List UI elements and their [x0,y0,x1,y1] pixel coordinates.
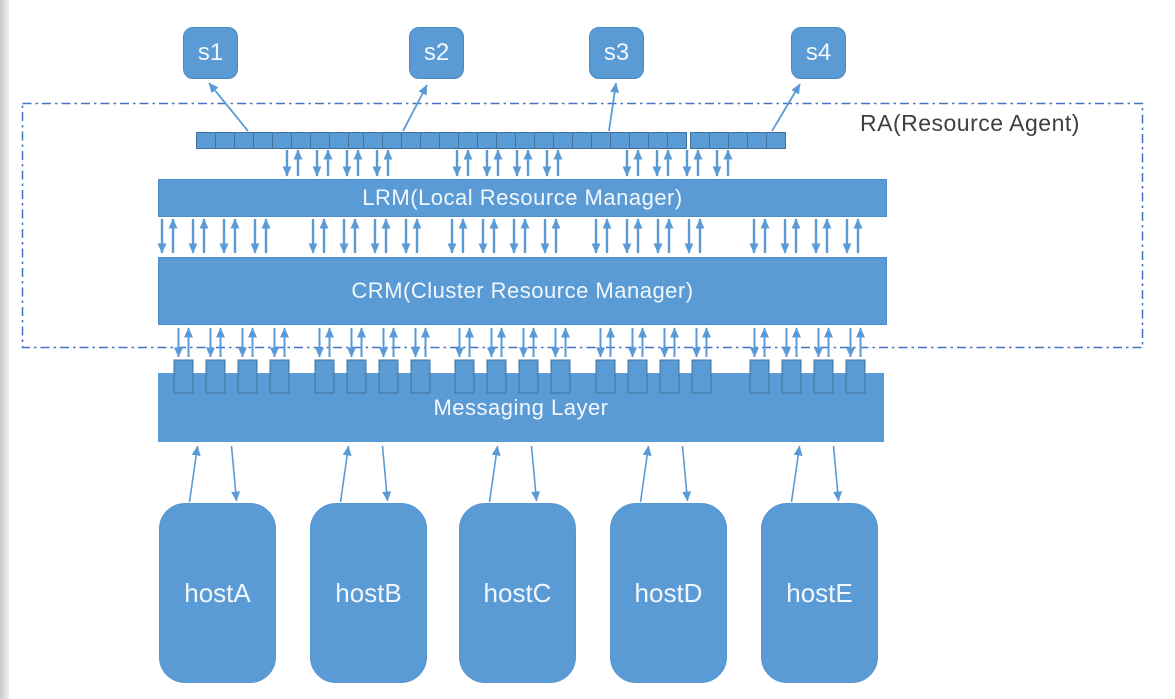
ra-cell [515,132,535,149]
ra-cell [234,132,254,149]
ra-cell [709,132,729,149]
host-node-hostC: hostC [459,503,576,683]
ra-cell [253,132,273,149]
ra-cell [401,132,421,149]
ra-cell [648,132,668,149]
ra-cell [196,132,216,149]
service-node-s3: s3 [589,27,644,79]
service-node-s4: s4 [791,27,846,79]
ra-cell [572,132,592,149]
ra-cell [690,132,710,149]
page-left-edge [0,0,9,699]
ra-cell [728,132,748,149]
ra-cell [629,132,649,149]
ra-cell [329,132,349,149]
ra-cell [310,132,330,149]
host-node-hostB: hostB [310,503,427,683]
ra-cell [667,132,687,149]
ra-cell [458,132,478,149]
service-node-s1: s1 [183,27,238,79]
crm-bar: CRM(Cluster Resource Manager) [158,257,887,325]
lrm-bar: LRM(Local Resource Manager) [158,179,887,217]
ra-cell [747,132,767,149]
host-node-hostA: hostA [159,503,276,683]
ra-boundary-label: RA(Resource Agent) [860,110,1080,136]
ra-cell [382,132,402,149]
ra-cell [553,132,573,149]
host-node-hostD: hostD [610,503,727,683]
ra-cell [496,132,516,149]
ra-cell [610,132,630,149]
ra-segment [690,132,786,149]
ra-cell [291,132,311,149]
host-node-hostE: hostE [761,503,878,683]
ra-cell [215,132,235,149]
ra-cell [591,132,611,149]
ra-segment [363,132,687,149]
service-node-s2: s2 [409,27,464,79]
ra-cell [420,132,440,149]
ra-cell [439,132,459,149]
ra-cell [272,132,292,149]
ra-cell [534,132,554,149]
ra-cell [477,132,497,149]
ra-cell [766,132,786,149]
ra-segment [196,132,368,149]
messaging-layer-bar: Messaging Layer [158,373,884,442]
ra-cell [363,132,383,149]
